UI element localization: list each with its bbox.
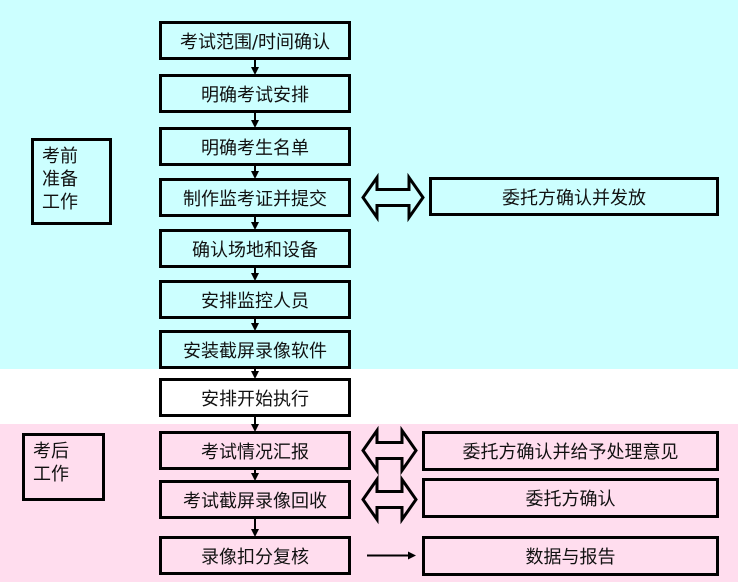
step-label: 安装截屏录像软件 xyxy=(183,340,327,362)
step-box: 安装截屏录像软件 xyxy=(159,330,351,369)
step-label: 制作监考证并提交 xyxy=(183,188,327,210)
phase-post-line-2: 工作 xyxy=(33,464,69,485)
side-box-recording-confirm: 委托方确认 xyxy=(422,478,719,518)
phase-post-line-1: 考后 xyxy=(33,441,69,462)
double-arrow-icon xyxy=(361,425,418,476)
step-label: 录像扣分复核 xyxy=(201,546,309,568)
double-arrow-icon xyxy=(361,172,425,223)
phase-label-pre: 考前 准备 工作 xyxy=(31,138,112,225)
phase-pre-line-2: 准备 xyxy=(42,169,78,190)
phase-pre-line-1: 考前 xyxy=(42,146,78,167)
step-label: 确认场地和设备 xyxy=(192,239,318,261)
side-box-label: 委托方确认 xyxy=(525,489,616,510)
step-box: 录像扣分复核 xyxy=(159,536,351,575)
step-box: 制作监考证并提交 xyxy=(159,178,351,217)
double-arrow-icon xyxy=(361,474,418,525)
step-box: 明确考试安排 xyxy=(159,74,351,113)
step-box: 安排开始执行 xyxy=(159,378,351,417)
step-label: 明确考生名单 xyxy=(201,137,309,159)
side-box-data-report: 数据与报告 xyxy=(422,536,719,576)
step-box: 考试截屏录像回收 xyxy=(159,480,351,519)
pre-exam-band xyxy=(0,0,738,369)
execution-band xyxy=(0,369,738,424)
step-box: 确认场地和设备 xyxy=(159,229,351,268)
side-box-issue-pass: 委托方确认并发放 xyxy=(429,177,719,216)
side-box-label: 数据与报告 xyxy=(525,547,616,568)
side-box-report-review: 委托方确认并给予处理意见 xyxy=(422,431,719,471)
step-box: 考试范围/时间确认 xyxy=(159,21,351,60)
step-box: 考试情况汇报 xyxy=(159,431,351,470)
step-box: 安排监控人员 xyxy=(159,280,351,319)
step-label: 安排开始执行 xyxy=(201,388,309,410)
phase-label-post: 考后 工作 xyxy=(22,433,105,501)
phase-pre-line-3: 工作 xyxy=(42,192,78,213)
step-label: 考试情况汇报 xyxy=(201,441,309,463)
side-box-label: 委托方确认并发放 xyxy=(502,187,646,209)
step-label: 安排监控人员 xyxy=(201,290,309,312)
step-label: 考试截屏录像回收 xyxy=(183,490,327,512)
side-box-label: 委托方确认并给予处理意见 xyxy=(462,442,679,463)
step-label: 明确考试安排 xyxy=(201,84,309,106)
step-label: 考试范围/时间确认 xyxy=(179,31,331,53)
step-box: 明确考生名单 xyxy=(159,127,351,166)
